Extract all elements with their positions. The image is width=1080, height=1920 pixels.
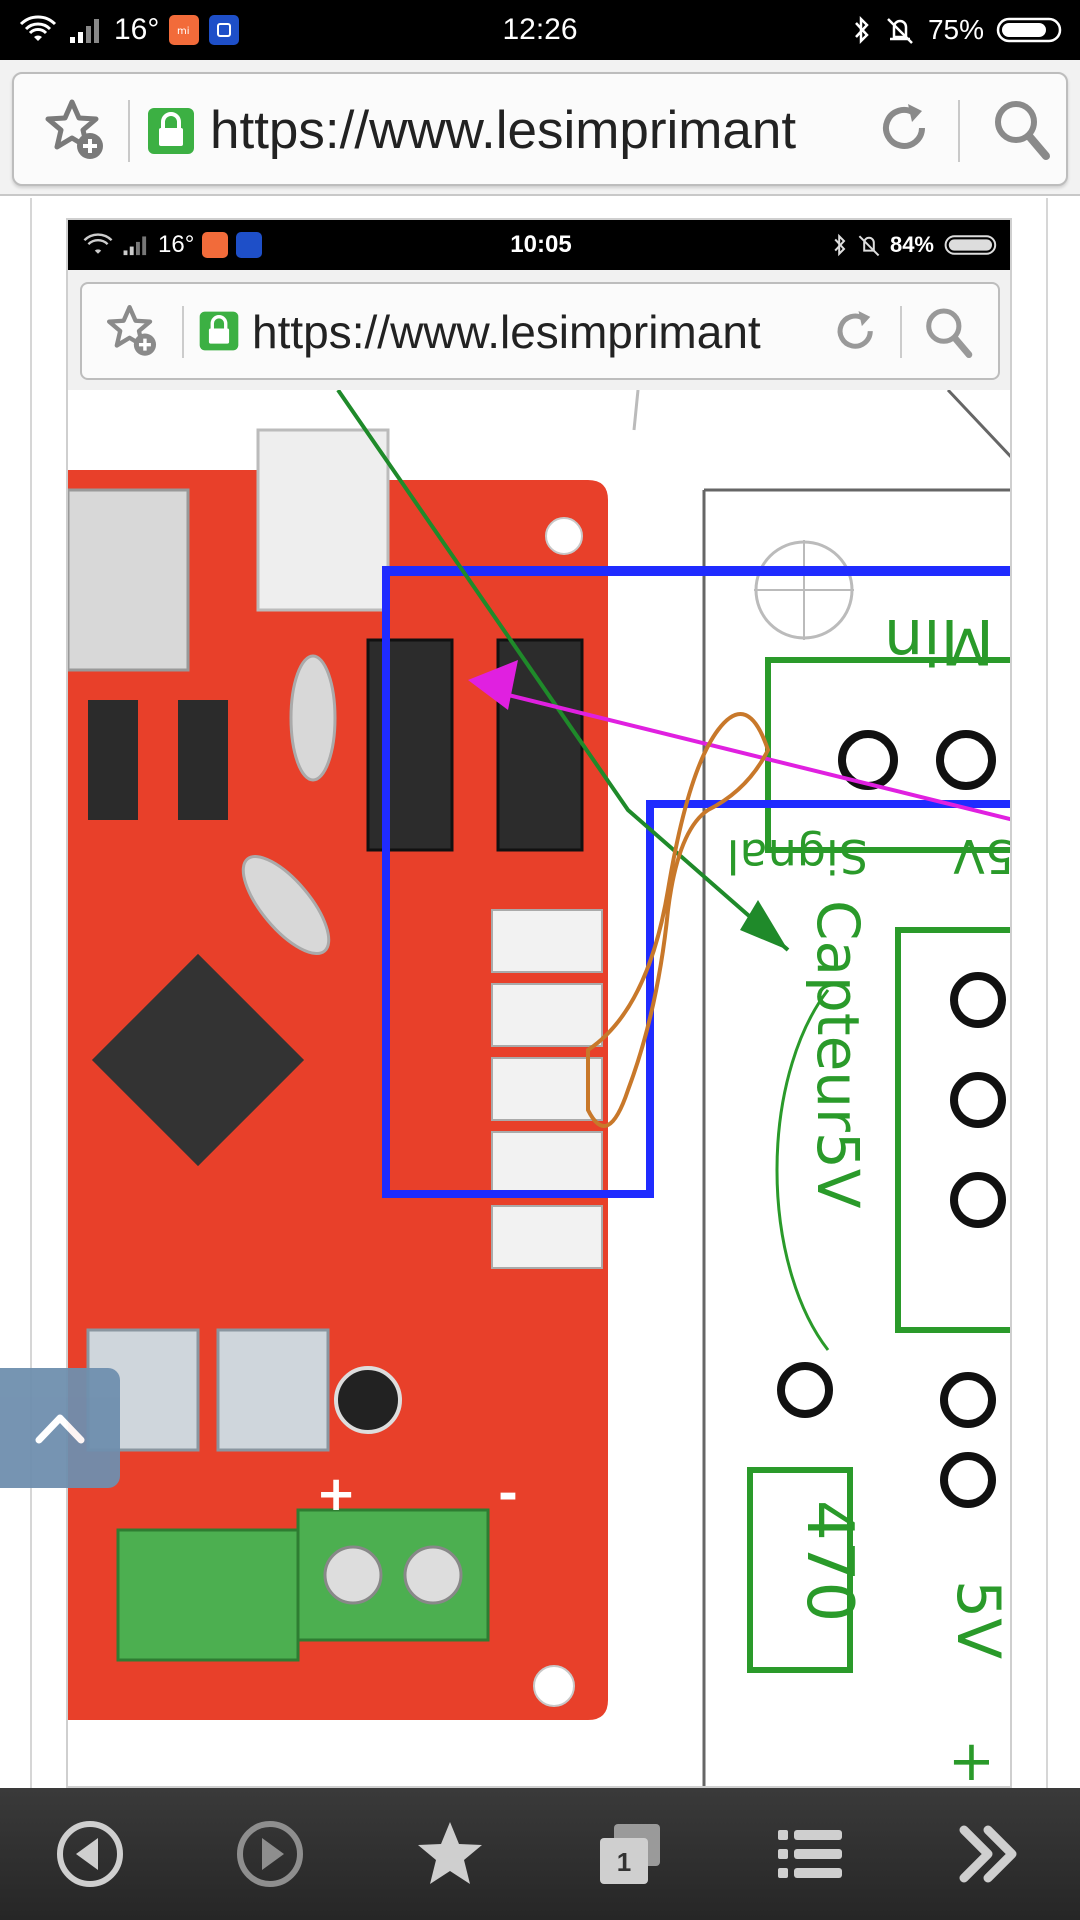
pin-header (366, 638, 454, 852)
forward-button[interactable] (225, 1809, 315, 1899)
lock-icon (199, 311, 239, 351)
reload-icon[interactable] (874, 98, 936, 160)
jst-connector (491, 983, 603, 1047)
tabs-icon (600, 1824, 660, 1884)
ic-chip (178, 700, 228, 820)
double-chevron-icon (959, 1825, 1017, 1883)
status-bar: 16° mi 12:26 75% (0, 0, 1080, 60)
status-right: 75% (852, 0, 1066, 60)
svg-text:mi: mi (177, 26, 190, 37)
mute-icon (887, 18, 913, 44)
divider (900, 306, 902, 358)
bottom-nav: 1 (0, 1788, 1080, 1920)
temperature: 16° (114, 13, 160, 46)
embedded-url-text: https://www.lesimprimant (252, 306, 761, 358)
lock-icon (148, 108, 194, 154)
sensor-box (895, 927, 1010, 1333)
board-plus-label: + (316, 1466, 356, 1522)
star-plus-icon (106, 304, 157, 356)
screw-terminal (116, 1528, 300, 1662)
bluetooth-icon (855, 15, 869, 45)
menu-button[interactable] (765, 1809, 855, 1899)
back-icon (57, 1821, 123, 1887)
scroll-top-button[interactable] (0, 1368, 120, 1488)
min-label: Min (884, 605, 994, 678)
capacitor (334, 1366, 402, 1434)
battery-percent: 75% (927, 14, 984, 45)
jst-connector (491, 1205, 603, 1269)
temperature: 16° (158, 231, 195, 258)
battery-icon (944, 235, 997, 255)
jst-connector (491, 1057, 603, 1121)
wiring-diagram: + - (68, 390, 1012, 1788)
blue-frame (386, 566, 1010, 576)
connector-block (68, 488, 190, 672)
fivev-bottom-label: 5V (943, 1580, 1012, 1659)
sensor-label: Capteur5V (804, 900, 872, 1209)
page-frame (30, 198, 1048, 1788)
fivev-top-label: 5V (953, 829, 1012, 883)
clock: 12:26 (502, 13, 578, 46)
board-minus-label: - (498, 1466, 518, 1522)
schematic-box (765, 657, 1010, 853)
jst-connector (491, 909, 603, 973)
crystal (241, 855, 331, 955)
menu-icon (778, 1830, 842, 1878)
cell-signal-icon (70, 19, 99, 43)
search-icon (926, 308, 973, 358)
star-plus-icon[interactable] (42, 96, 110, 164)
mi-app-icon (202, 232, 229, 258)
signal-label: Signal (727, 829, 868, 883)
status-left: 16° mi (18, 0, 240, 60)
chevron-up-icon (35, 1414, 85, 1444)
ic-chip (88, 700, 138, 820)
bluetooth-icon (834, 233, 846, 257)
divider (958, 100, 960, 162)
crystal (289, 654, 337, 782)
bluetooth-app-icon (209, 15, 240, 45)
usb-port (256, 428, 390, 612)
tabs-button[interactable]: 1 (585, 1809, 675, 1899)
embedded-browser-toolbar: https://www.lesimprimant (68, 270, 1010, 390)
bluetooth-app-icon (236, 232, 263, 258)
mi-app-icon: mi (169, 15, 200, 45)
url-text[interactable]: https://www.lesimprimant (210, 101, 797, 160)
wifi-icon (83, 233, 113, 254)
embedded-screenshot[interactable]: 16° 10:05 84% (66, 218, 1012, 1788)
battery-icon (996, 17, 1062, 43)
divider (182, 306, 184, 358)
clock: 10:05 (510, 231, 572, 258)
mounting-hole (545, 517, 583, 555)
search-icon[interactable] (990, 96, 1052, 162)
orange-wire (586, 712, 771, 1128)
tab-count: 1 (616, 1847, 632, 1877)
divider (128, 100, 130, 162)
heatsink (216, 1328, 330, 1452)
jst-connector (491, 1131, 603, 1195)
bookmarks-button[interactable] (405, 1809, 495, 1899)
page-content[interactable]: 16° 10:05 84% (0, 198, 1080, 1788)
green-wire (336, 390, 790, 952)
forward-icon (237, 1821, 303, 1887)
battery-percent: 84% (889, 232, 934, 257)
plus-sign-label: + (948, 1729, 995, 1788)
resistor-box (747, 1467, 853, 1673)
resistor-value-label: 470 (792, 1500, 866, 1622)
wifi-icon (19, 15, 57, 41)
reload-icon (837, 311, 873, 349)
mute-icon (858, 235, 880, 257)
mounting-hole (533, 1665, 575, 1707)
star-icon (418, 1822, 482, 1884)
more-button[interactable] (945, 1809, 1035, 1899)
embedded-address-bar: https://www.lesimprimant (80, 282, 1000, 380)
cell-signal-icon (123, 236, 147, 256)
embedded-status-bar: 16° 10:05 84% (68, 220, 1010, 270)
address-bar[interactable]: https://www.lesimprimant (12, 72, 1068, 186)
back-button[interactable] (45, 1809, 135, 1899)
browser-toolbar: https://www.lesimprimant (0, 60, 1080, 196)
magenta-wire (487, 688, 1010, 822)
